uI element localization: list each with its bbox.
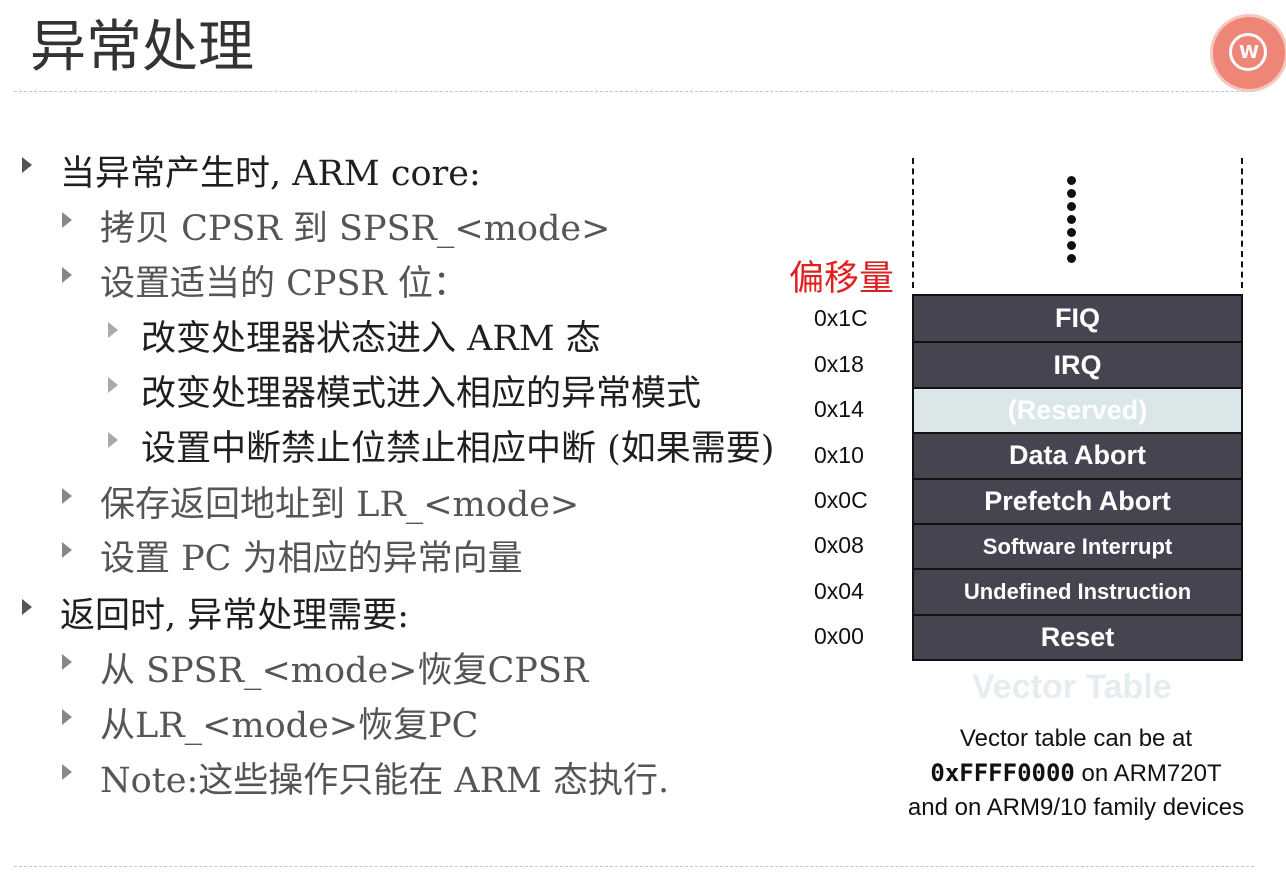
offset-label: 0x04 — [814, 578, 864, 604]
note-address: 0xFFFF0000 — [930, 759, 1075, 787]
vector-row-undefined-instruction: Undefined Instruction — [914, 568, 1241, 614]
slide-title: 异常处理 — [30, 15, 254, 80]
offset-label: 0x18 — [814, 351, 864, 377]
bullet-text: 改变处理器状态进入 ARM 态 — [141, 319, 601, 359]
note-line-3: and on ARM9/10 family devices — [907, 794, 1245, 821]
vector-table-note: Vector table can be at 0xFFFF0000 on ARM… — [882, 722, 1270, 825]
table-left-dashed-line — [912, 158, 914, 288]
bullet-text: 从LR_<mode>恢复PC — [100, 706, 479, 746]
vector-row-data-abort: Data Abort — [914, 432, 1241, 478]
offset-label: 0x14 — [814, 396, 864, 422]
note-line-2-suffix: on ARM720T — [1074, 760, 1222, 787]
offset-label: 0x00 — [814, 623, 864, 649]
bullet-arrow-icon — [108, 432, 118, 448]
note-line-1: Vector table can be at — [959, 725, 1193, 752]
bullet-text: 返回时, 异常处理需要: — [60, 596, 410, 636]
bullet-arrow-icon — [62, 654, 72, 670]
bullet-arrow-icon — [62, 709, 72, 725]
ellipsis-dots — [1067, 176, 1077, 267]
footer-divider — [14, 866, 1254, 867]
bullet-arrow-icon — [108, 377, 118, 393]
bullet-arrow-icon — [22, 599, 32, 615]
badge-letter: W — [1239, 42, 1259, 63]
offset-label: 0x10 — [814, 442, 864, 468]
bullet-text: 拷贝 CPSR 到 SPSR_<mode> — [100, 209, 611, 249]
bullet-text: 当异常产生时, ARM core: — [60, 154, 481, 194]
vector-table-title: Vector Table — [972, 668, 1172, 706]
bullet-arrow-icon — [22, 157, 32, 173]
bullet-arrow-icon — [108, 322, 118, 338]
offset-label: 0x1C — [814, 305, 868, 331]
bullet-text: Note:这些操作只能在 ARM 态执行. — [100, 761, 670, 801]
vector-row-reset: Reset — [914, 613, 1241, 660]
table-right-dashed-line — [1241, 158, 1243, 288]
bullet-arrow-icon — [62, 488, 72, 504]
offset-label: 0x08 — [814, 532, 864, 558]
wps-logo-icon[interactable]: W — [1213, 17, 1285, 89]
bullet-text: 从 SPSR_<mode>恢复CPSR — [100, 651, 589, 691]
vector-row-fiq: FIQ — [914, 296, 1241, 342]
vector-row-software-interrupt: Software Interrupt — [914, 522, 1241, 569]
bullet-arrow-icon — [62, 267, 72, 283]
badge-ring — [1229, 33, 1267, 71]
bullet-arrow-icon — [62, 542, 72, 558]
bullet-arrow-icon — [62, 764, 72, 780]
bullet-text: 设置中断禁止位禁止相应中断 (如果需要) — [141, 429, 775, 469]
bullet-text: 设置 PC 为相应的异常向量 — [100, 539, 523, 579]
bullet-text: 保存返回地址到 LR_<mode> — [100, 485, 580, 525]
bullet-text: 设置适当的 CPSR 位： — [100, 264, 468, 304]
vector-row-prefetch-abort: Prefetch Abort — [914, 477, 1241, 523]
offset-label: 0x0C — [814, 487, 868, 513]
title-divider — [14, 91, 1254, 92]
bullet-text: 改变处理器模式进入相应的异常模式 — [141, 374, 702, 414]
offset-header: 偏移量 — [789, 259, 895, 299]
vector-table: FIQ IRQ (Reserved) Data Abort Prefetch A… — [912, 294, 1243, 662]
note-line-2: 0xFFFF0000 on ARM720T — [882, 756, 1270, 791]
vector-row-irq: IRQ — [914, 341, 1241, 387]
bullet-arrow-icon — [62, 212, 72, 228]
vector-row-reserved: (Reserved) — [914, 386, 1241, 433]
